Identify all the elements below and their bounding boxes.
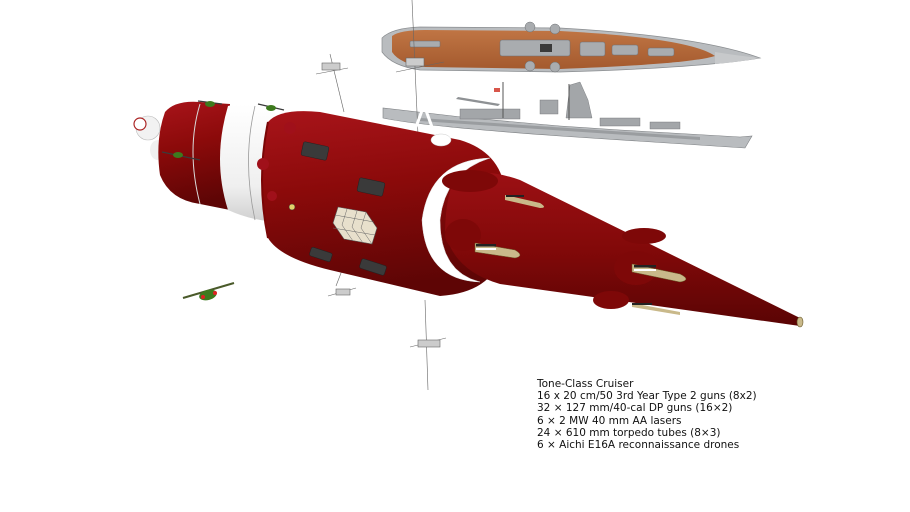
spec-caption: Tone-Class Cruiser 16 x 20 cm/50 3rd Yea…: [537, 378, 757, 451]
ship-profile-view: [382, 81, 753, 149]
caption-line-aa-lasers: 6 × 2 MW 40 mm AA lasers: [537, 414, 682, 427]
caption-line-drones: 6 × Aichi E16A reconnaissance drones: [537, 439, 740, 452]
hull-hatches: [257, 122, 452, 211]
rear-engine-cluster: [133, 115, 166, 160]
caption-title: Tone-Class Cruiser: [537, 378, 634, 390]
spaceship-hull: [133, 101, 804, 328]
sensor-panel: [332, 206, 378, 245]
torpedo-tubes: [474, 195, 687, 315]
caption-line-main-guns: 16 x 20 cm/50 3rd Year Type 2 guns (8x2): [537, 390, 757, 403]
caption-line-torpedo-tubes: 24 × 610 mm torpedo tubes (8×3): [537, 426, 721, 439]
ship-plan-view: [381, 21, 762, 73]
gun-turrets: [300, 141, 387, 276]
docked-drones: [161, 100, 285, 161]
sensor-masts: [315, 0, 447, 391]
recon-drone: [182, 282, 235, 301]
caption-line-dp-guns: 32 × 127 mm/40-cal DP guns (16×2): [537, 402, 733, 415]
